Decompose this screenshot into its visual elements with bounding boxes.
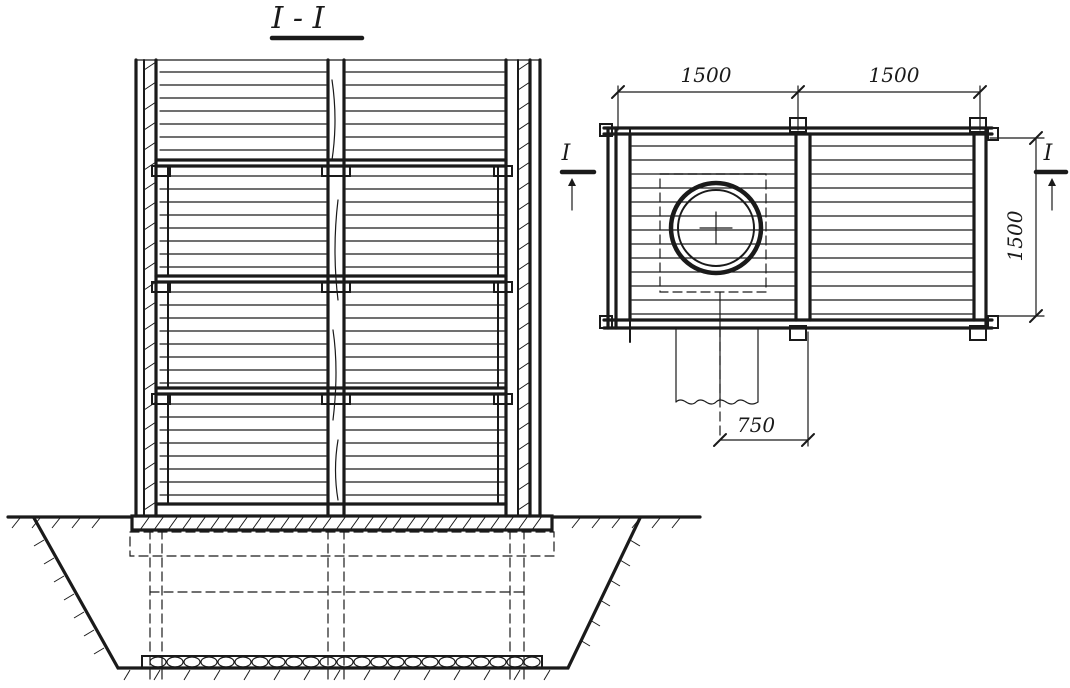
plan-outer-frame [602, 126, 994, 330]
pebble [285, 656, 303, 668]
pebble [200, 656, 218, 668]
outlet-pipe [675, 291, 759, 441]
plan-planks [631, 145, 973, 315]
cut-mark-left [559, 169, 597, 211]
pebble [472, 656, 490, 668]
pebble [166, 656, 184, 668]
right-wall [504, 58, 542, 518]
hidden-lines [129, 529, 555, 681]
pebble [302, 656, 320, 668]
pebble [523, 656, 541, 668]
pebble [234, 656, 252, 668]
pebble [387, 656, 405, 668]
base-beam [130, 514, 554, 532]
pebble [506, 656, 524, 668]
pebble [404, 656, 422, 668]
section-title: I - I [271, 1, 326, 36]
dim-bottom [713, 331, 815, 447]
pebble [489, 656, 507, 668]
dim-top [611, 85, 987, 131]
center-post [326, 58, 346, 518]
pebble [353, 656, 371, 668]
pebble [149, 656, 167, 668]
ground-line [6, 515, 702, 529]
bracket-blocks [151, 165, 513, 405]
pebble [251, 656, 269, 668]
dim-right-label: 1500 [1003, 210, 1027, 261]
pebble [438, 656, 456, 668]
right-wall-hatching [517, 61, 531, 511]
cut-mark-right [1033, 169, 1069, 211]
pebble [370, 656, 388, 668]
frame-crossbars [154, 158, 508, 506]
pebble [183, 656, 201, 668]
plan-view: 1500 1500 1500 [559, 63, 1069, 447]
pebble [268, 656, 286, 668]
pebble [319, 656, 337, 668]
cut-mark-right-label: I [1043, 141, 1054, 166]
pebbles [149, 656, 541, 668]
cut-mark-left-label: I [561, 141, 572, 166]
dim-bottom-label: 750 [737, 413, 775, 437]
bottom-log-row [141, 655, 543, 669]
pebble [421, 656, 439, 668]
left-wall [134, 58, 158, 518]
pebble [217, 656, 235, 668]
dim-top-left-label: 1500 [681, 63, 732, 87]
section-planks [159, 71, 505, 496]
section-view: I - I [6, 1, 702, 681]
dim-top-right-label: 1500 [869, 63, 920, 87]
inner-frame-verticals [167, 165, 499, 505]
corner-bolts [599, 117, 999, 343]
pebble [336, 656, 354, 668]
left-wall-hatching [143, 61, 157, 511]
pipe-circle [668, 180, 764, 276]
pebble [455, 656, 473, 668]
